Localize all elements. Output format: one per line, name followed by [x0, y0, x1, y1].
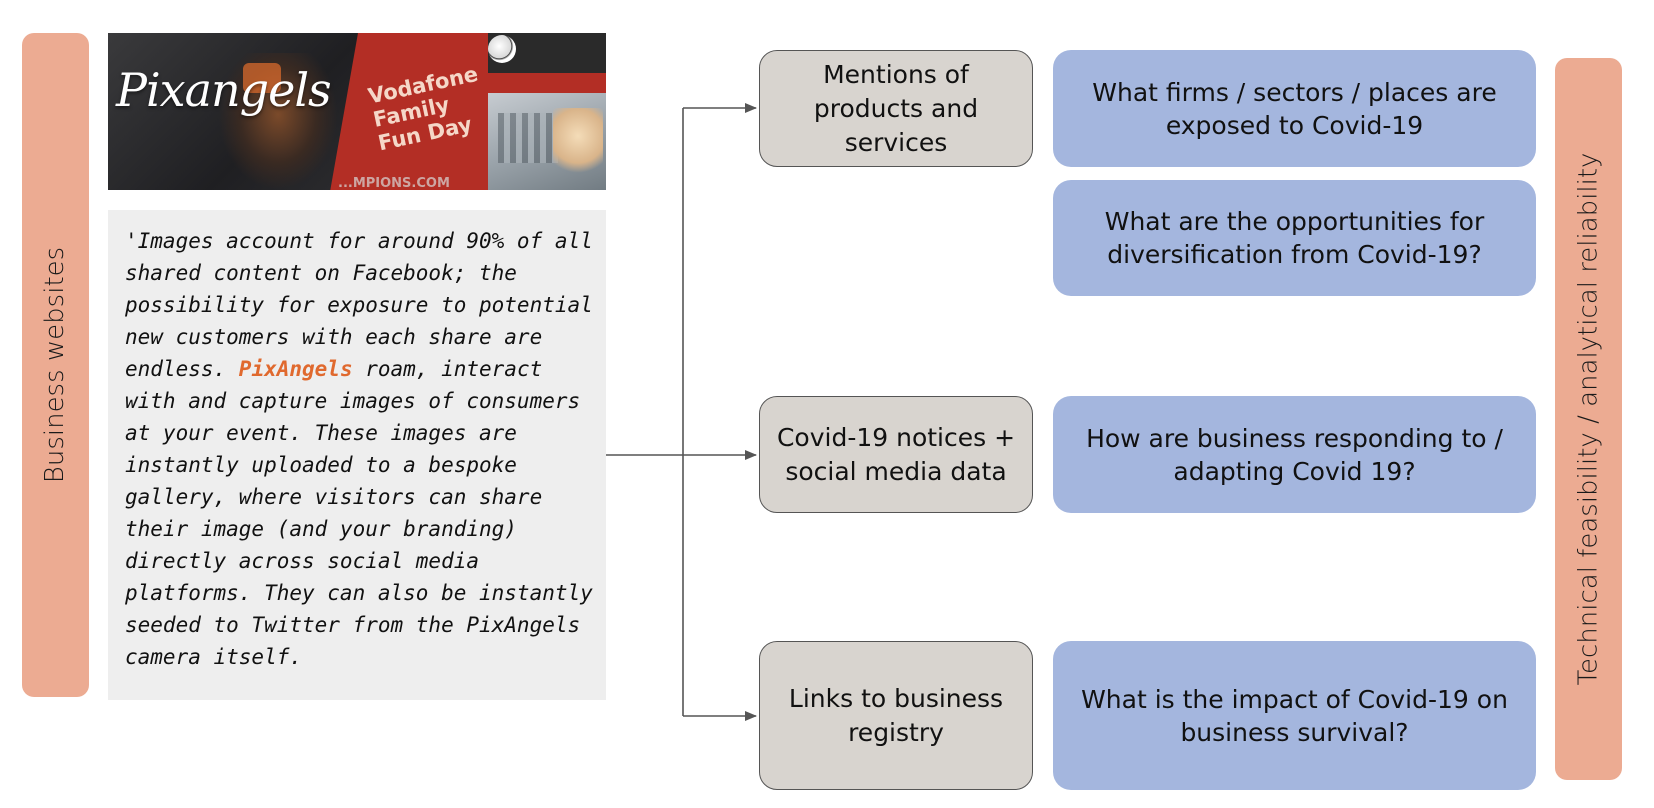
question-adaptation: How are business responding to / adaptin… [1053, 396, 1536, 513]
business-websites-bar: Business websites [22, 33, 89, 697]
technical-feasibility-bar: Technical feasibility / analytical relia… [1555, 58, 1622, 780]
quote-highlight: PixAngels [238, 357, 353, 381]
quote-box: 'Images account for around 90% of all sh… [108, 210, 606, 700]
question-survival: What is the impact of Covid-19 on busine… [1053, 641, 1536, 790]
technical-feasibility-label: Technical feasibility / analytical relia… [1573, 152, 1604, 686]
photo-orange-logo [243, 63, 281, 93]
data-source-covid-notices: Covid-19 notices + social media data [759, 396, 1033, 513]
pixangels-logo: Pixangels [116, 63, 332, 117]
quote-text-start: 'Images account for around 90% of all sh… [125, 229, 593, 381]
data-source-business-registry: Links to business registry [759, 641, 1033, 790]
data-source-mentions: Mentions of products and services [759, 50, 1033, 167]
photo-football [488, 35, 516, 63]
quote-text-end: roam, interact with and capture images o… [125, 357, 593, 669]
photo-footer-text: ...MPIONS.COM [338, 176, 450, 190]
pixangels-photo: Pixangels Vodafone Family Fun Day ...MPI… [108, 33, 606, 190]
photo-mascot [553, 108, 603, 178]
question-diversification: What are the opportunities for diversifi… [1053, 180, 1536, 296]
question-exposure: What firms / sectors / places are expose… [1053, 50, 1536, 167]
